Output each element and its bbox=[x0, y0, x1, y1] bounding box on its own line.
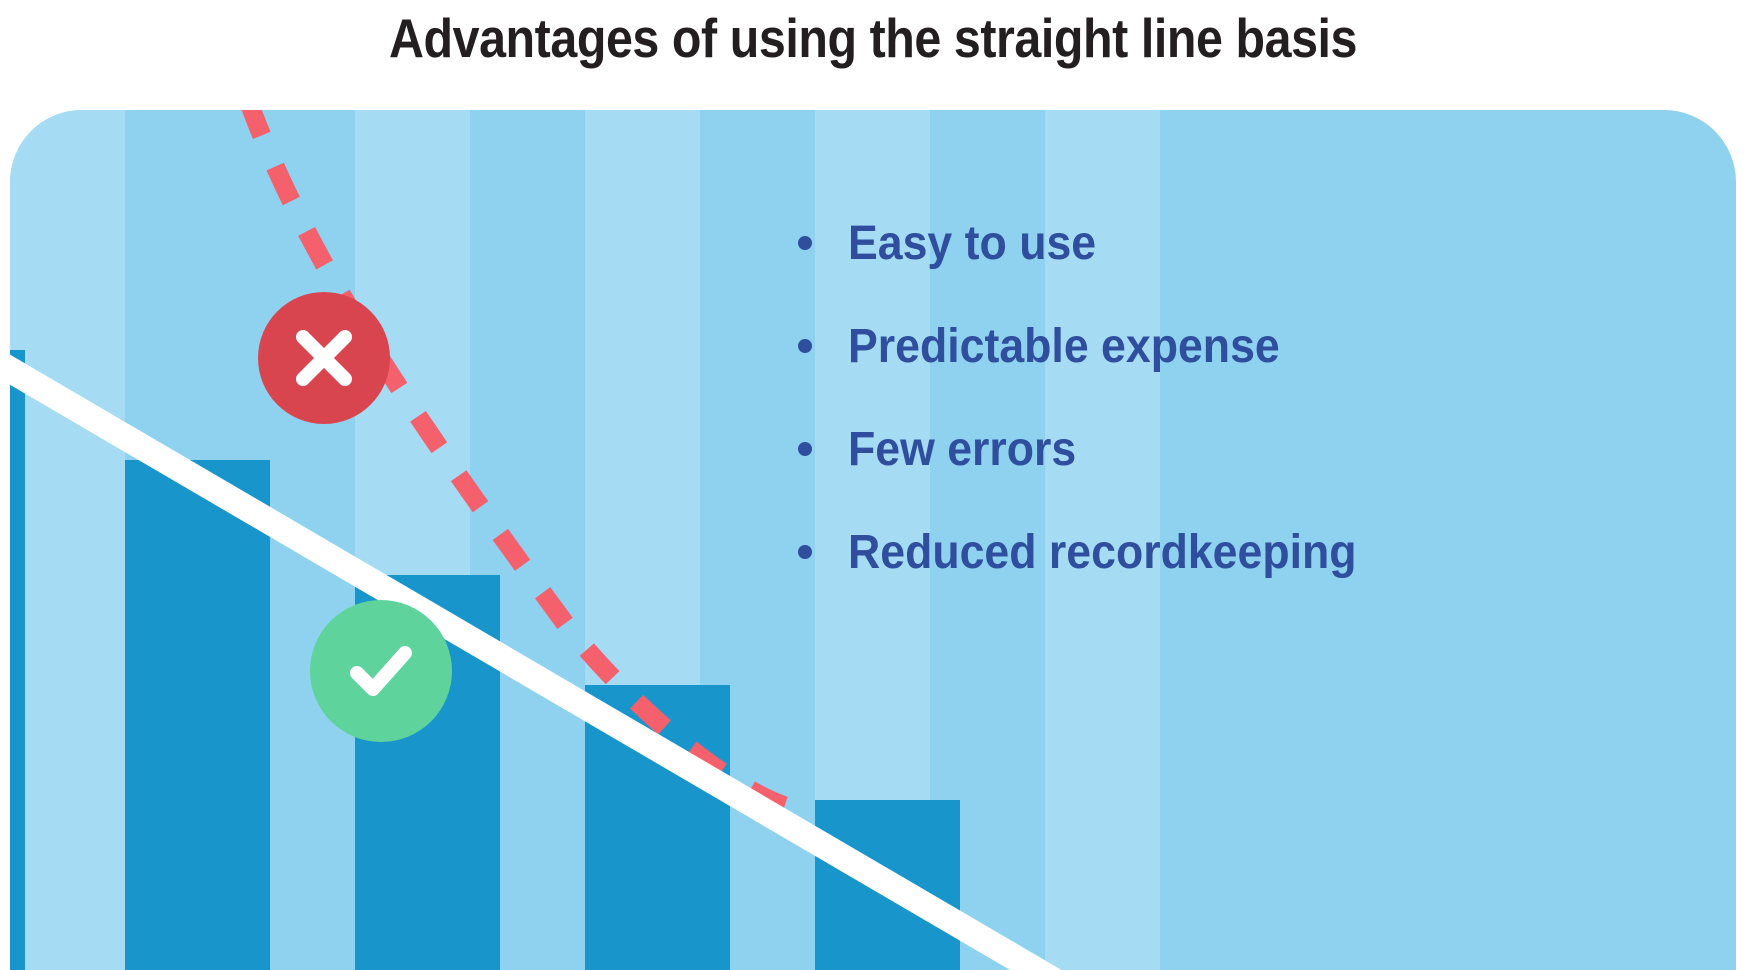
list-item-label: Few errors bbox=[848, 423, 1077, 476]
page-title: Advantages of using the straight line ba… bbox=[388, 7, 1358, 69]
column-stripe-1 bbox=[10, 110, 125, 970]
check-icon bbox=[350, 646, 412, 696]
list-item: Reduced recordkeeping bbox=[798, 529, 1558, 577]
bullet-dot-icon bbox=[798, 545, 812, 559]
bar-5 bbox=[815, 800, 960, 970]
list-item: Easy to use bbox=[798, 220, 1558, 268]
bullet-dot-icon bbox=[798, 442, 812, 456]
bar-4 bbox=[585, 685, 730, 970]
bullet-dot-icon bbox=[798, 339, 812, 353]
bar-1 bbox=[10, 350, 25, 970]
column-stripe-5 bbox=[1045, 110, 1160, 970]
approve-badge[interactable] bbox=[310, 600, 452, 742]
bullet-dot-icon bbox=[798, 236, 812, 250]
chart-card: Easy to use Predictable expense Few erro… bbox=[10, 110, 1736, 970]
list-item-label: Predictable expense bbox=[848, 320, 1280, 373]
x-icon bbox=[296, 330, 352, 386]
list-item-label: Reduced recordkeeping bbox=[848, 526, 1357, 579]
reject-badge[interactable] bbox=[258, 292, 390, 424]
advantages-list: Easy to use Predictable expense Few erro… bbox=[798, 220, 1558, 632]
bar-2 bbox=[125, 460, 270, 970]
list-item: Predictable expense bbox=[798, 323, 1558, 371]
list-item: Few errors bbox=[798, 426, 1558, 474]
list-item-label: Easy to use bbox=[848, 217, 1097, 270]
